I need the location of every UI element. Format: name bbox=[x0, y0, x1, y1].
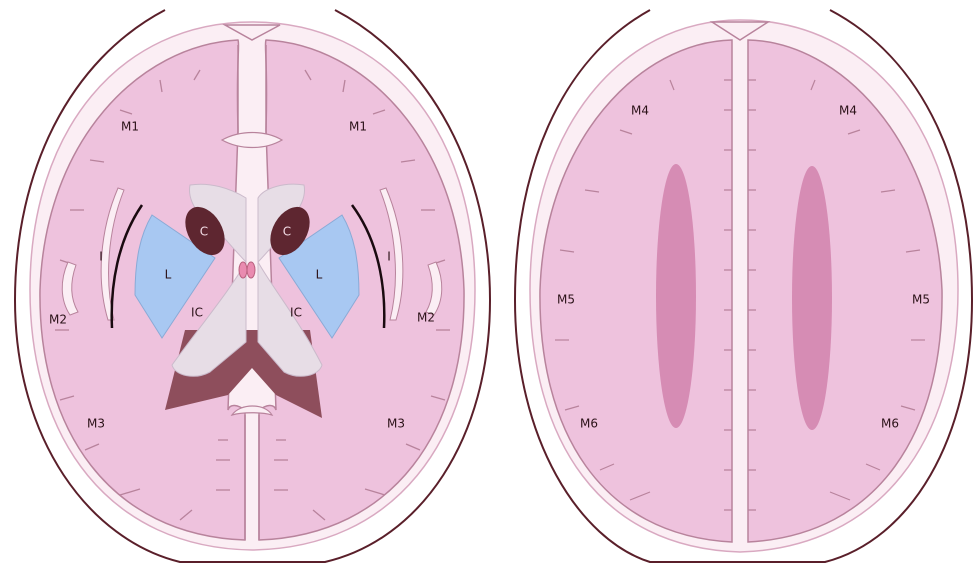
label-m2-right: M2 bbox=[417, 311, 435, 325]
label-m1-right: M1 bbox=[349, 120, 367, 134]
centrum-semiovale-right bbox=[792, 166, 832, 430]
label-m5-left: M5 bbox=[557, 293, 575, 307]
label-l-left: L bbox=[165, 268, 172, 282]
label-m2-left: M2 bbox=[49, 313, 67, 327]
label-m6-left: M6 bbox=[580, 417, 598, 431]
label-m5-right: M5 bbox=[912, 293, 930, 307]
fornix-left bbox=[239, 262, 247, 278]
label-m3-right: M3 bbox=[387, 417, 405, 431]
label-c-left: C bbox=[200, 225, 208, 239]
supraganglionic-level-section: M4 M4 M5 M5 M6 M6 bbox=[515, 10, 972, 562]
label-c-right: C bbox=[283, 225, 291, 239]
fornix-right bbox=[247, 262, 255, 278]
label-l-right: L bbox=[316, 268, 323, 282]
ganglionic-level-section: M1 M1 I I L L C C IC IC M2 M2 M3 M3 bbox=[15, 10, 490, 562]
label-ic-left: IC bbox=[191, 306, 203, 320]
label-m4-left: M4 bbox=[631, 104, 649, 118]
label-ic-right: IC bbox=[290, 306, 302, 320]
label-m4-right: M4 bbox=[839, 104, 857, 118]
label-m6-right: M6 bbox=[881, 417, 899, 431]
label-i-left: I bbox=[99, 250, 103, 264]
label-m3-left: M3 bbox=[87, 417, 105, 431]
label-i-right: I bbox=[387, 250, 391, 264]
centrum-semiovale-left bbox=[656, 164, 696, 428]
label-m1-left: M1 bbox=[121, 120, 139, 134]
